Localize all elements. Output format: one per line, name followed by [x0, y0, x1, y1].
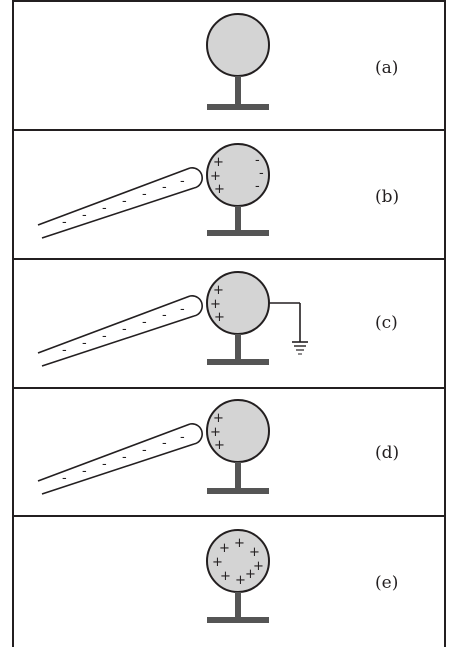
- rod-negative-charges: --- --- -: [62, 174, 185, 230]
- svg-text:+: +: [234, 536, 245, 551]
- svg-text:+: +: [235, 573, 246, 588]
- svg-text:+: +: [213, 283, 224, 298]
- stand-post: [235, 334, 241, 359]
- svg-text:-: -: [102, 457, 107, 472]
- svg-text:-: -: [142, 187, 147, 202]
- svg-text:-: -: [142, 443, 147, 458]
- svg-text:-: -: [142, 315, 147, 330]
- svg-text:+: +: [214, 182, 225, 197]
- panel-label-e: (e): [375, 573, 399, 593]
- svg-text:-: -: [82, 464, 87, 479]
- uniform-positive-charges: +++ ++ +++: [212, 536, 264, 588]
- induced-positive-charges: +++: [210, 155, 225, 197]
- svg-text:+: +: [210, 297, 221, 312]
- svg-text:-: -: [62, 471, 67, 486]
- charged-rod: --- --- -: [37, 167, 203, 239]
- svg-text:-: -: [122, 450, 127, 465]
- stand-base: [207, 104, 269, 110]
- induced-negative-charges: ---: [255, 153, 264, 194]
- svg-text:-: -: [102, 329, 107, 344]
- svg-text:+: +: [210, 169, 221, 184]
- svg-text:-: -: [162, 180, 167, 195]
- rod-negative-charges: --- --- -: [62, 430, 185, 486]
- charged-rod: --- --- -: [37, 423, 203, 495]
- panel-label-c: (c): [375, 313, 398, 333]
- stand-post: [235, 462, 241, 488]
- sphere: [206, 13, 270, 77]
- svg-text:-: -: [162, 436, 167, 451]
- svg-text:-: -: [180, 174, 185, 189]
- panel-b: --- --- - +++ ---: [37, 143, 270, 239]
- panel-label-d: (d): [375, 443, 400, 463]
- svg-text:-: -: [122, 194, 127, 209]
- svg-text:-: -: [180, 430, 185, 445]
- svg-text:-: -: [102, 201, 107, 216]
- stand-base: [207, 230, 269, 236]
- stand-base: [207, 617, 269, 623]
- svg-text:+: +: [212, 555, 223, 570]
- panel-e: +++ ++ +++: [206, 529, 270, 623]
- stand-post: [235, 76, 241, 104]
- rod-negative-charges: --- --- -: [62, 302, 185, 358]
- svg-text:+: +: [249, 545, 260, 560]
- induced-positive-charges: +++: [210, 283, 225, 325]
- panel-label-b: (b): [375, 187, 400, 207]
- charged-rod: --- --- -: [37, 295, 203, 367]
- svg-text:+: +: [219, 541, 230, 556]
- svg-text:+: +: [253, 559, 264, 574]
- svg-text:-: -: [255, 179, 260, 194]
- svg-text:+: +: [213, 411, 224, 426]
- svg-text:+: +: [214, 310, 225, 325]
- stand-post: [235, 592, 241, 617]
- svg-text:-: -: [180, 302, 185, 317]
- svg-text:-: -: [82, 336, 87, 351]
- svg-text:-: -: [122, 322, 127, 337]
- induced-positive-charges: +++: [210, 411, 225, 453]
- svg-text:-: -: [62, 343, 67, 358]
- svg-text:-: -: [82, 208, 87, 223]
- svg-text:+: +: [214, 438, 225, 453]
- svg-text:+: +: [210, 425, 221, 440]
- svg-text:-: -: [259, 166, 264, 181]
- stand-post: [235, 206, 241, 230]
- svg-text:-: -: [62, 215, 67, 230]
- panel-label-a: (a): [375, 58, 399, 78]
- svg-text:+: +: [213, 155, 224, 170]
- panel-d: --- --- - +++: [37, 399, 270, 495]
- stand-base: [207, 488, 269, 494]
- svg-text:-: -: [255, 153, 260, 168]
- svg-text:+: +: [220, 569, 231, 584]
- svg-text:+: +: [245, 567, 256, 582]
- svg-text:-: -: [162, 308, 167, 323]
- stand-base: [207, 359, 269, 365]
- panel-a: [206, 13, 270, 110]
- panel-c: --- --- - +++: [37, 271, 308, 367]
- ground-connection: [269, 302, 308, 355]
